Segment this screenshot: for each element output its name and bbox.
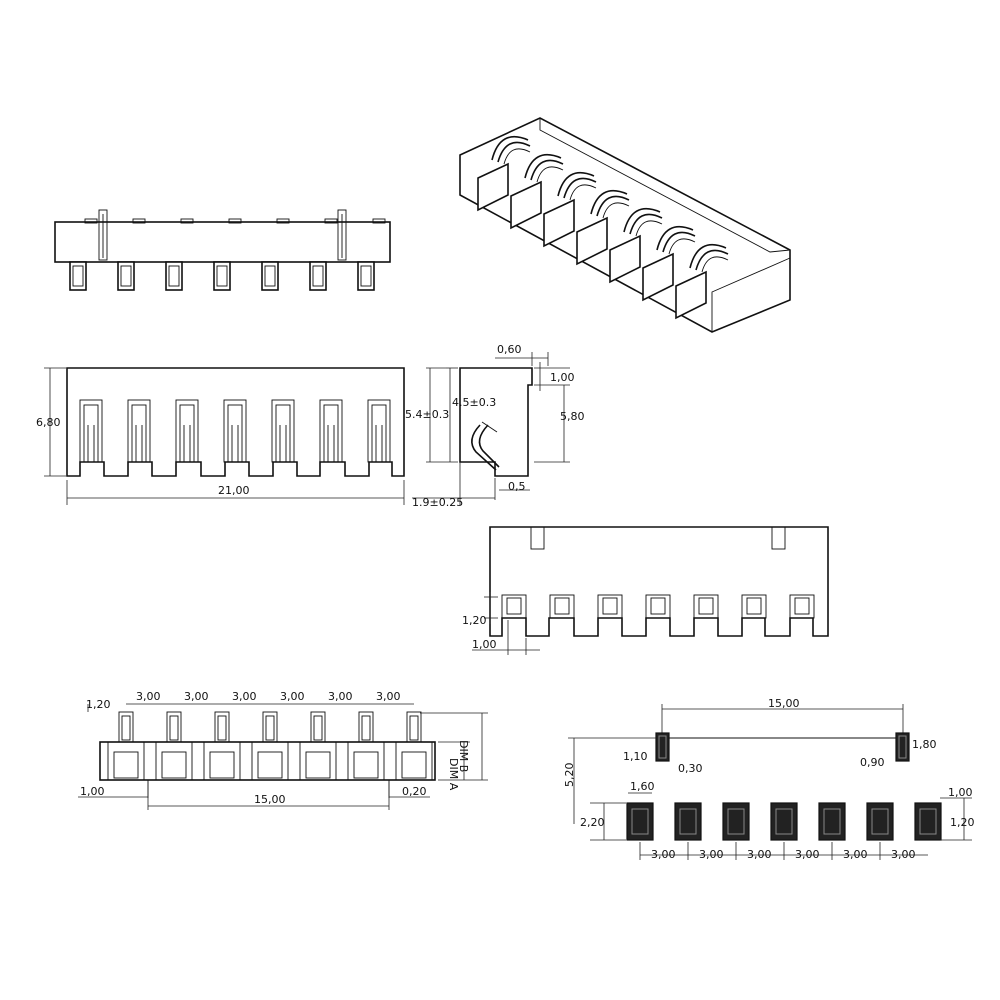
fp-pad: [866, 802, 894, 841]
bottom-dim-b-label: DIM B: [457, 740, 470, 772]
side-bottom-offset-label: 1.9±0.25: [412, 496, 463, 509]
rear-pin: [693, 594, 719, 619]
side-contact-height-label: 4.5±0.3: [452, 396, 496, 409]
front-slot: [175, 399, 199, 463]
top-pin: [309, 218, 338, 291]
iso-contact: [609, 207, 663, 284]
fp-pad-h-label: 2,20: [580, 816, 605, 829]
iso-housing: [459, 117, 791, 333]
front-slot: [319, 399, 343, 463]
rear-pin: [597, 594, 623, 619]
pcb-footprint-view: 15,00 3,00 3,00 3,00 3,00 3,00 3,00 5,20 1,10…: [563, 697, 975, 861]
top-pin: [261, 218, 290, 291]
rear-pin: [549, 594, 575, 619]
bottom-pin: [203, 711, 241, 781]
top-pin: [165, 218, 194, 291]
rear-pin: [501, 594, 527, 619]
fp-peg-h-label: 1,10: [623, 750, 648, 763]
fp-pad: [770, 802, 798, 841]
fp-row-offset-label: 5,20: [563, 763, 576, 788]
iso-contact: [642, 225, 696, 302]
fp-peg-h2-label: 1,80: [912, 738, 937, 751]
top-pin: [357, 218, 386, 291]
bottom-pitch-label: 3,00: [136, 690, 161, 703]
bottom-pin: [107, 711, 145, 781]
front-width-label: 21,00: [218, 484, 250, 497]
front-slot: [271, 399, 295, 463]
side-height-a-label: 5.4±0.3: [405, 408, 449, 421]
rear-pin: [645, 594, 671, 619]
side-top-step-label: 1,00: [550, 371, 575, 384]
rear-pin: [789, 594, 815, 619]
front-view: 21,00 6,80: [36, 367, 405, 505]
rear-pin-offset-label: 1,00: [472, 638, 497, 651]
iso-contact: [510, 153, 564, 230]
rear-view: 1,20 1,00: [462, 526, 829, 655]
bottom-dim-a-label: DIM A: [447, 758, 460, 791]
bottom-pin: [299, 711, 337, 781]
top-pin: [69, 218, 98, 291]
fp-pad: [674, 802, 702, 841]
fp-pad-h2-label: 1,20: [950, 816, 975, 829]
bottom-pin: [251, 711, 289, 781]
fp-pitch-label: 3,00: [795, 848, 820, 861]
iso-contact: [576, 189, 630, 266]
fp-pitch-label: 3,00: [651, 848, 676, 861]
bottom-pin: [347, 711, 385, 781]
side-view: 0,60 1,00 5,80 4.5±0.3 5.4±0.3 1.9±0.25 …: [405, 343, 585, 509]
bottom-pitch-label: 3,00: [328, 690, 353, 703]
fp-peg-w-label: 0,30: [678, 762, 703, 775]
bottom-pin: [395, 711, 433, 781]
front-slot: [79, 399, 103, 463]
iso-contact: [675, 243, 729, 320]
fp-pad-w-label: 1,60: [630, 780, 655, 793]
fp-pad: [914, 802, 942, 841]
front-slot: [127, 399, 151, 463]
bottom-span-label: 15,00: [254, 793, 286, 806]
fp-pad: [722, 802, 750, 841]
iso-contact: [543, 171, 597, 248]
fp-pitch-label: 3,00: [699, 848, 724, 861]
side-body-height-label: 5,80: [560, 410, 585, 423]
bottom-tab-label: 0,20: [402, 785, 427, 798]
fp-edge-label: 1,00: [948, 786, 973, 799]
rear-pin: [741, 594, 767, 619]
bottom-elevation-view: 3,00 3,00 3,00 3,00 3,00 3,00 1,20 DIM B DIM …: [78, 690, 488, 810]
rear-pin-height-label: 1,20: [462, 614, 487, 627]
fp-pitch-label: 3,00: [747, 848, 772, 861]
front-slot: [367, 399, 391, 463]
fp-pitch-label: 3,00: [891, 848, 916, 861]
bottom-pitch-label: 3,00: [376, 690, 401, 703]
isometric-view: [459, 117, 791, 333]
bottom-pin: [155, 711, 193, 781]
top-pin: [117, 218, 146, 291]
bottom-pitch-label: 3,00: [184, 690, 209, 703]
fp-pad: [626, 802, 654, 841]
side-top-offset-label: 0,60: [497, 343, 522, 356]
bottom-pin-width-label: 1,20: [86, 698, 111, 711]
fp-peg-w2-label: 0,90: [860, 756, 885, 769]
fp-span-label: 15,00: [768, 697, 800, 710]
front-slot: [223, 399, 247, 463]
side-contact-gap-label: 0,5: [508, 480, 526, 493]
bottom-pitch-label: 3,00: [280, 690, 305, 703]
front-height-label: 6,80: [36, 416, 61, 429]
iso-contact: [477, 135, 531, 212]
top-pin: [213, 218, 242, 291]
bottom-edge-label: 1,00: [80, 785, 105, 798]
bottom-pitch-label: 3,00: [232, 690, 257, 703]
fp-pad: [818, 802, 846, 841]
fp-pitch-label: 3,00: [843, 848, 868, 861]
top-elevation-view: [54, 209, 391, 291]
